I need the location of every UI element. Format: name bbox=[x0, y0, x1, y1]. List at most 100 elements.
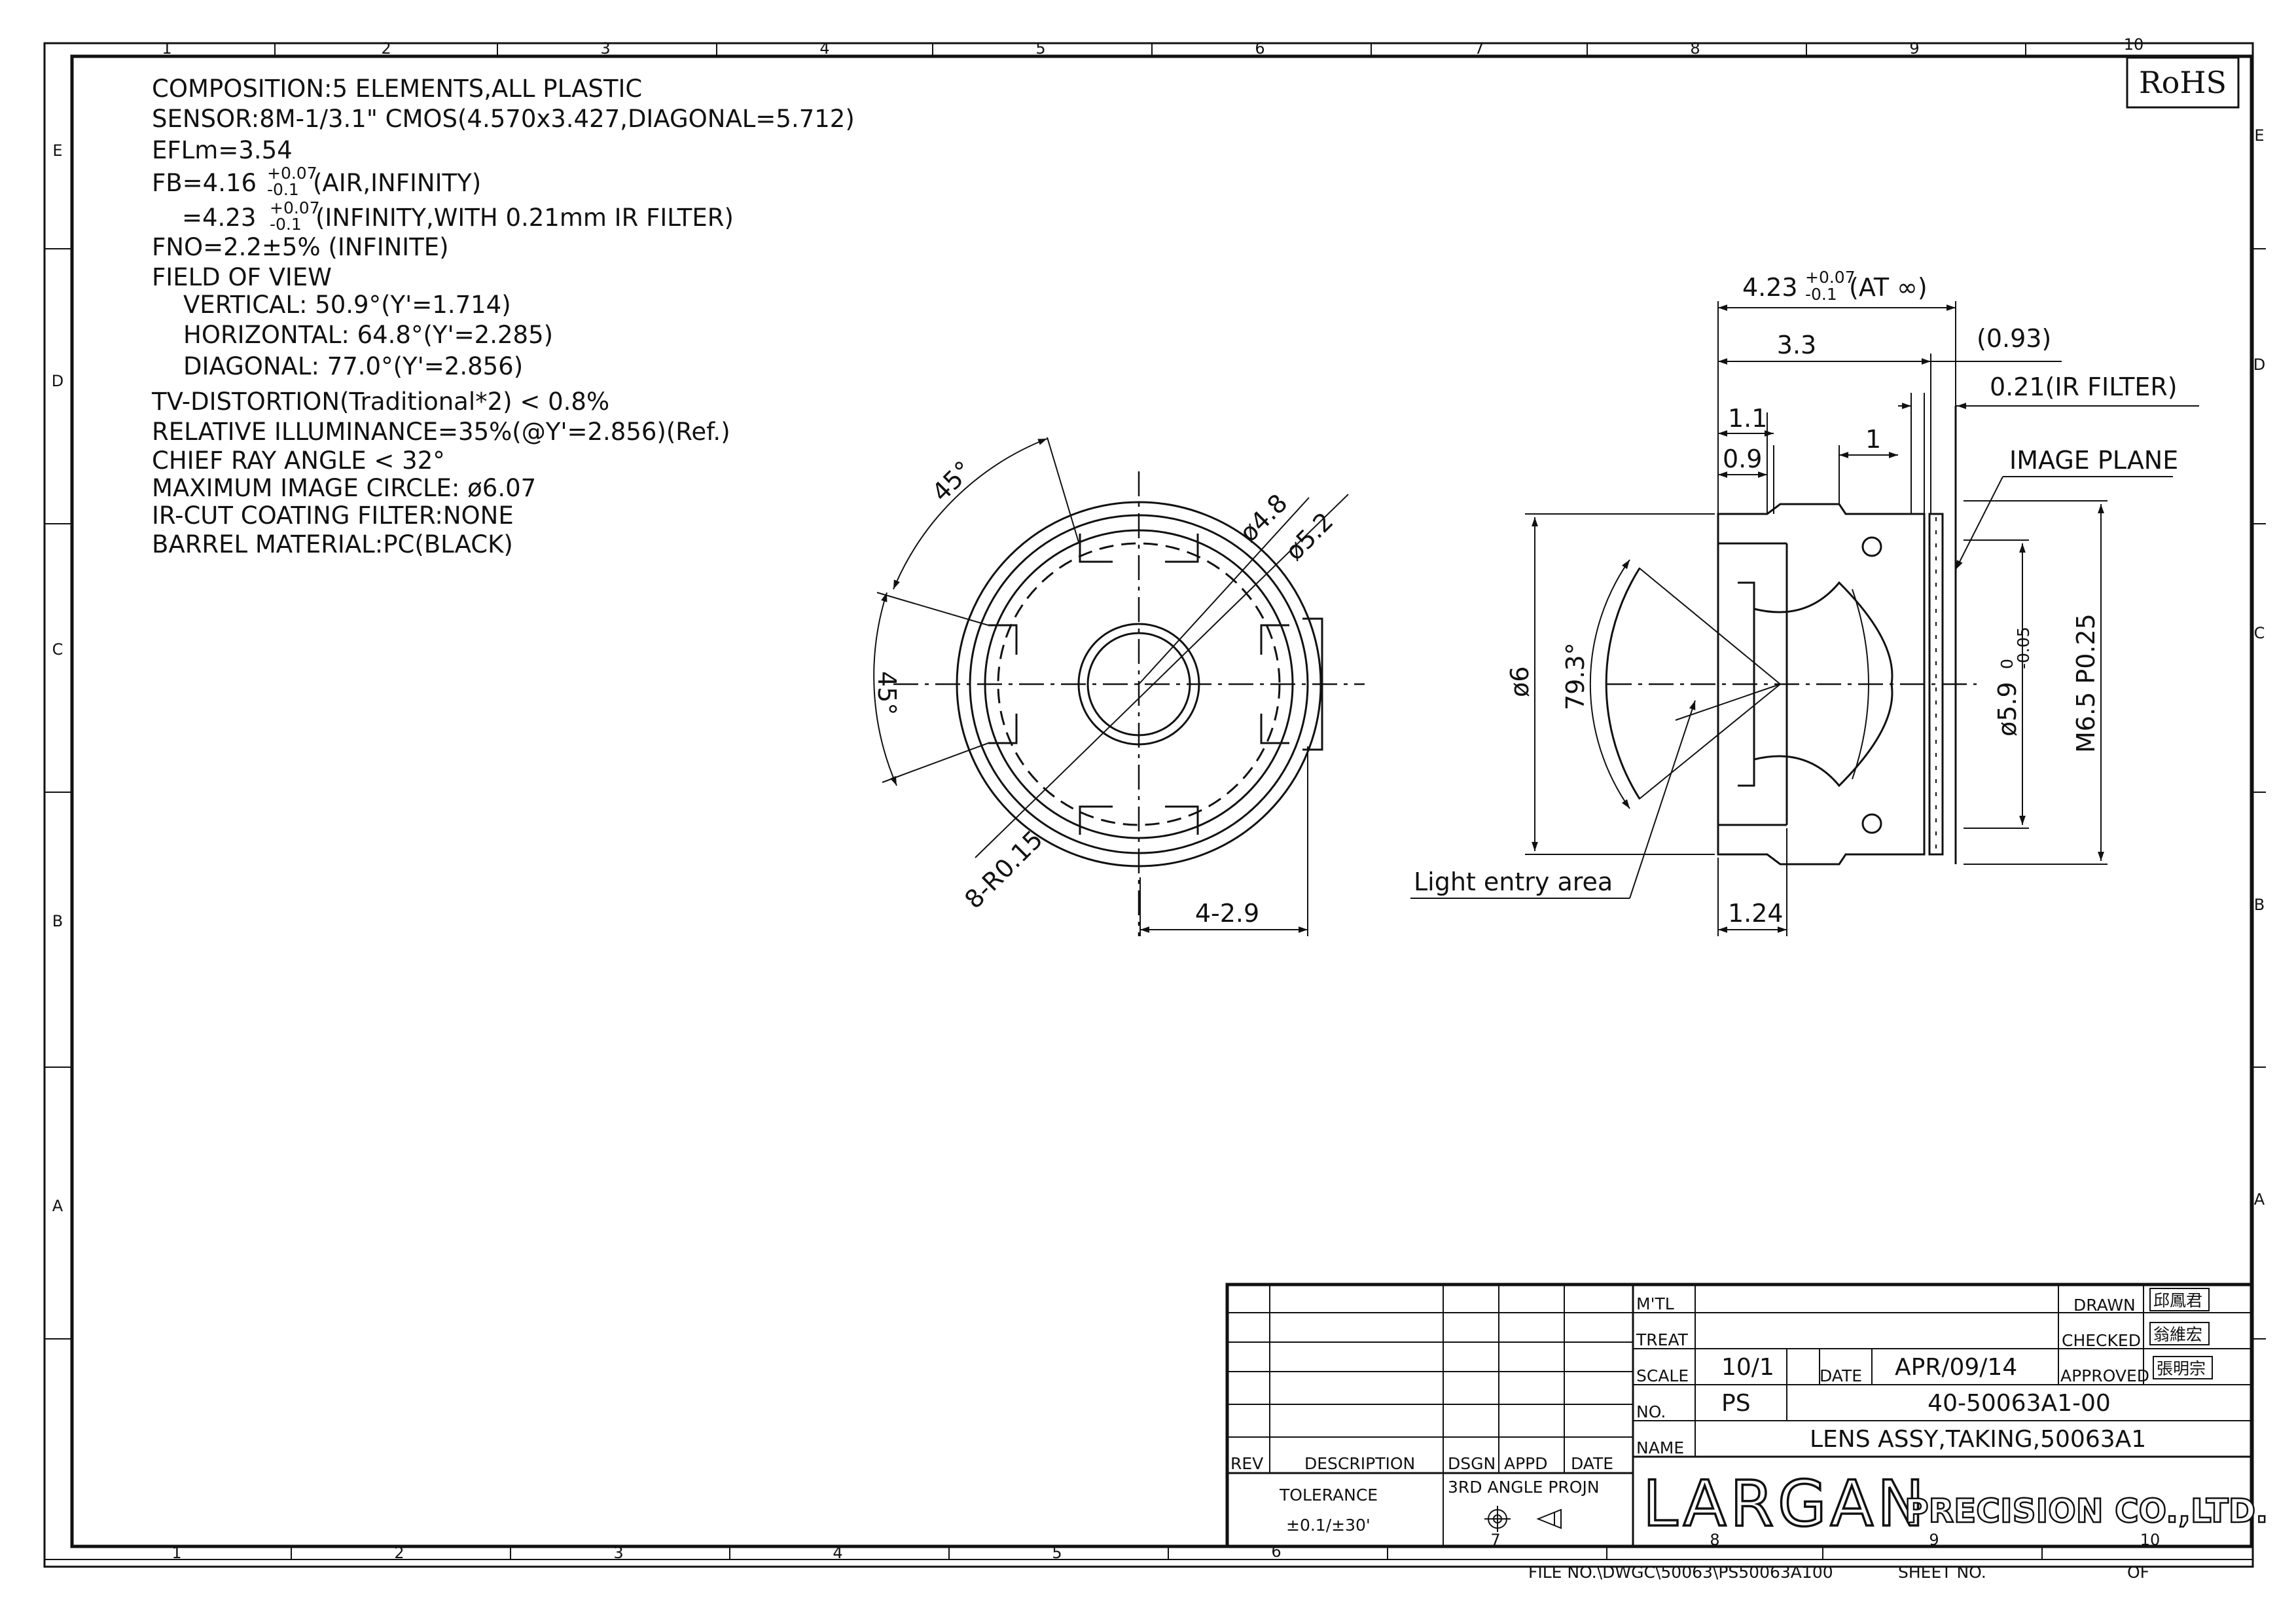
side-dia-59: ø5.9 bbox=[1993, 682, 2022, 737]
specifications: COMPOSITION:5 ELEMENTS,ALL PLASTIC SENSO… bbox=[151, 75, 855, 558]
spec-fov-vertical: VERTICAL: 50.9°(Y'=1.714) bbox=[183, 291, 511, 319]
side-dia-6: ø6 bbox=[1505, 666, 1534, 697]
spec-fb-air-tol-up: +0.07 bbox=[267, 164, 317, 183]
side-d3: 1 bbox=[1865, 425, 1881, 454]
grid-row-right-e: E bbox=[2254, 126, 2264, 145]
side-thread: M6.5 P0.25 bbox=[2072, 613, 2100, 753]
tb-rev: REV bbox=[1230, 1454, 1263, 1473]
spec-fb-filter-value: =4.23 bbox=[182, 204, 256, 232]
tb-scale-label: SCALE bbox=[1636, 1366, 1689, 1385]
spec-tv-distortion: TV-DISTORTION(Traditional*2) < 0.8% bbox=[151, 388, 609, 416]
rohs-label: RoHS bbox=[2139, 65, 2227, 100]
tb-scale: 10/1 bbox=[1721, 1354, 1774, 1381]
spec-efl: EFLm=3.54 bbox=[152, 136, 293, 164]
spec-illuminance: RELATIVE ILLUMINANCE=35%(@Y'=2.856)(Ref.… bbox=[152, 418, 730, 446]
grid-col-bottom-3: 3 bbox=[613, 1544, 623, 1562]
tb-appd: APPD bbox=[1504, 1454, 1548, 1473]
side-dia-59-tol-up: 0 bbox=[1998, 659, 2017, 669]
tb-description: DESCRIPTION bbox=[1304, 1454, 1415, 1473]
tb-dsgn: DSGN bbox=[1448, 1454, 1496, 1473]
grid-col-bottom-7: 7 bbox=[1490, 1531, 1500, 1549]
side-filter: 0.21(IR FILTER) bbox=[1990, 373, 2178, 401]
tb-file-no: FILE NO.\DWGC\50063\PS50063A100 bbox=[1528, 1563, 1833, 1582]
tb-drawn-sig: 邱鳳君 bbox=[2153, 1291, 2202, 1310]
spec-composition: COMPOSITION:5 ELEMENTS,ALL PLASTIC bbox=[152, 75, 642, 103]
tb-tolerance: TOLERANCE bbox=[1279, 1486, 1378, 1504]
grid-col-bottom-8: 8 bbox=[1710, 1531, 1719, 1549]
side-total-tol-up: +0.07 bbox=[1805, 268, 1856, 287]
tb-tolerance-value: ±0.1/±30' bbox=[1286, 1516, 1371, 1535]
grid-row-right-c: C bbox=[2254, 624, 2265, 642]
tb-treat: TREAT bbox=[1636, 1330, 1689, 1349]
rohs-mark: RoHS bbox=[2126, 56, 2240, 109]
grid-col-top-2: 2 bbox=[381, 39, 391, 58]
side-d2: 0.9 bbox=[1723, 445, 1762, 473]
grid-col-bottom-1: 1 bbox=[171, 1544, 181, 1562]
side-view: ø6 79.3° ø5.9 0 -0.05 M6.5 P0.25 4.23 +0… bbox=[1410, 268, 2199, 936]
tb-no: 40-50063A1-00 bbox=[1928, 1390, 2111, 1417]
spec-fb-filter: =4.23 +0.07 -0.1 (INFINITY,WITH 0.21mm I… bbox=[182, 198, 734, 234]
grid-col-bottom-2: 2 bbox=[394, 1544, 404, 1562]
spec-fov: FIELD OF VIEW bbox=[152, 263, 332, 291]
spec-fb-air-note: (AIR,INFINITY) bbox=[313, 169, 481, 197]
spec-sensor: SENSOR:8M-1/3.1" CMOS(4.570x3.427,DIAGON… bbox=[152, 105, 855, 133]
side-total: 4.23 bbox=[1742, 273, 1798, 302]
tb-projection: 3RD ANGLE PROJN bbox=[1448, 1478, 1600, 1497]
side-d124: 1.24 bbox=[1728, 899, 1784, 928]
title-block: REV DESCRIPTION DSGN APPD DATE TOLERANCE… bbox=[1225, 1283, 2269, 1582]
spec-fb-filter-tol-down: -0.1 bbox=[270, 215, 302, 234]
company-logo: LARGAN bbox=[1643, 1467, 1928, 1541]
spec-ir-cut: IR-CUT COATING FILTER:NONE bbox=[152, 501, 514, 530]
grid-row-right-d: D bbox=[2253, 356, 2265, 374]
front-angle-top: 45° bbox=[926, 456, 978, 507]
grid-row-left-b: B bbox=[52, 912, 63, 930]
spec-fov-diagonal: DIAGONAL: 77.0°(Y'=2.856) bbox=[183, 352, 523, 380]
side-entry: Light entry area bbox=[1414, 867, 1613, 896]
side-image-plane: IMAGE PLANE bbox=[2009, 446, 2178, 475]
grid-col-top-4: 4 bbox=[819, 39, 829, 58]
tb-name: LENS ASSY,TAKING,50063A1 bbox=[1810, 1426, 2146, 1453]
zone-grid: 1 2 3 4 5 6 7 8 9 10 1 2 3 4 5 6 7 8 9 1… bbox=[45, 35, 2266, 1562]
spec-fno: FNO=2.2±5% (INFINITE) bbox=[152, 233, 449, 261]
side-angle: 79.3° bbox=[1561, 642, 1590, 710]
tb-no-prefix: PS bbox=[1721, 1390, 1751, 1417]
drawing-frame bbox=[43, 42, 2254, 1568]
grid-col-top-3: 3 bbox=[600, 39, 610, 58]
tb-approved-sig: 張明宗 bbox=[2157, 1359, 2206, 1378]
spec-fb-air-tol-down: -0.1 bbox=[267, 180, 299, 199]
grid-col-top-1: 1 bbox=[162, 39, 171, 58]
front-radius-note: 8-R0.15 bbox=[959, 825, 1048, 914]
spec-barrel: BARREL MATERIAL:PC(BLACK) bbox=[152, 530, 513, 558]
drawn-stamp bbox=[2149, 1288, 2210, 1311]
tb-date: APR/09/14 bbox=[1895, 1354, 2017, 1381]
side-total-note: (AT ∞) bbox=[1849, 273, 1928, 302]
grid-col-top-7: 7 bbox=[1474, 39, 1484, 58]
side-d1: 1.1 bbox=[1728, 404, 1767, 433]
spec-chief-ray: CHIEF RAY ANGLE < 32° bbox=[152, 447, 445, 475]
grid-row-left-e: E bbox=[52, 141, 62, 160]
grid-col-top-5: 5 bbox=[1035, 39, 1045, 58]
grid-row-left-a: A bbox=[52, 1197, 63, 1215]
side-length: 3.3 bbox=[1777, 331, 1816, 359]
front-dia-outer: ø5.2 bbox=[1280, 507, 1338, 566]
grid-col-top-6: 6 bbox=[1255, 39, 1265, 58]
side-dia-59-tol-down: -0.05 bbox=[2014, 627, 2033, 669]
front-view: 45° 45° ø4.8 ø5.2 8-R0.15 4-2.9 bbox=[872, 437, 1365, 936]
side-ref: (0.93) bbox=[1977, 324, 2051, 353]
front-angle-left: 45° bbox=[872, 671, 901, 715]
spec-fb-air: FB=4.16 +0.07 -0.1 (AIR,INFINITY) bbox=[152, 164, 481, 199]
side-total-tol-down: -0.1 bbox=[1805, 285, 1837, 304]
front-view-notches bbox=[988, 534, 1323, 835]
tb-drawn: DRAWN bbox=[2073, 1296, 2136, 1315]
grid-col-bottom-4: 4 bbox=[833, 1544, 842, 1562]
tb-sheet-no: SHEET NO. bbox=[1898, 1563, 1986, 1582]
tb-approved: APPROVED bbox=[2060, 1366, 2149, 1385]
tb-mtl: M'TL bbox=[1636, 1294, 1674, 1313]
third-angle-projection-icon bbox=[1484, 1506, 1562, 1532]
company-name: PRECISION CO.,LTD. bbox=[1905, 1492, 2268, 1530]
grid-col-top-10: 10 bbox=[2124, 35, 2144, 54]
spec-fb-filter-note: (INFINITY,WITH 0.21mm IR FILTER) bbox=[315, 204, 734, 232]
tb-name-label: NAME bbox=[1636, 1438, 1684, 1457]
tb-of: OF bbox=[2127, 1563, 2149, 1582]
